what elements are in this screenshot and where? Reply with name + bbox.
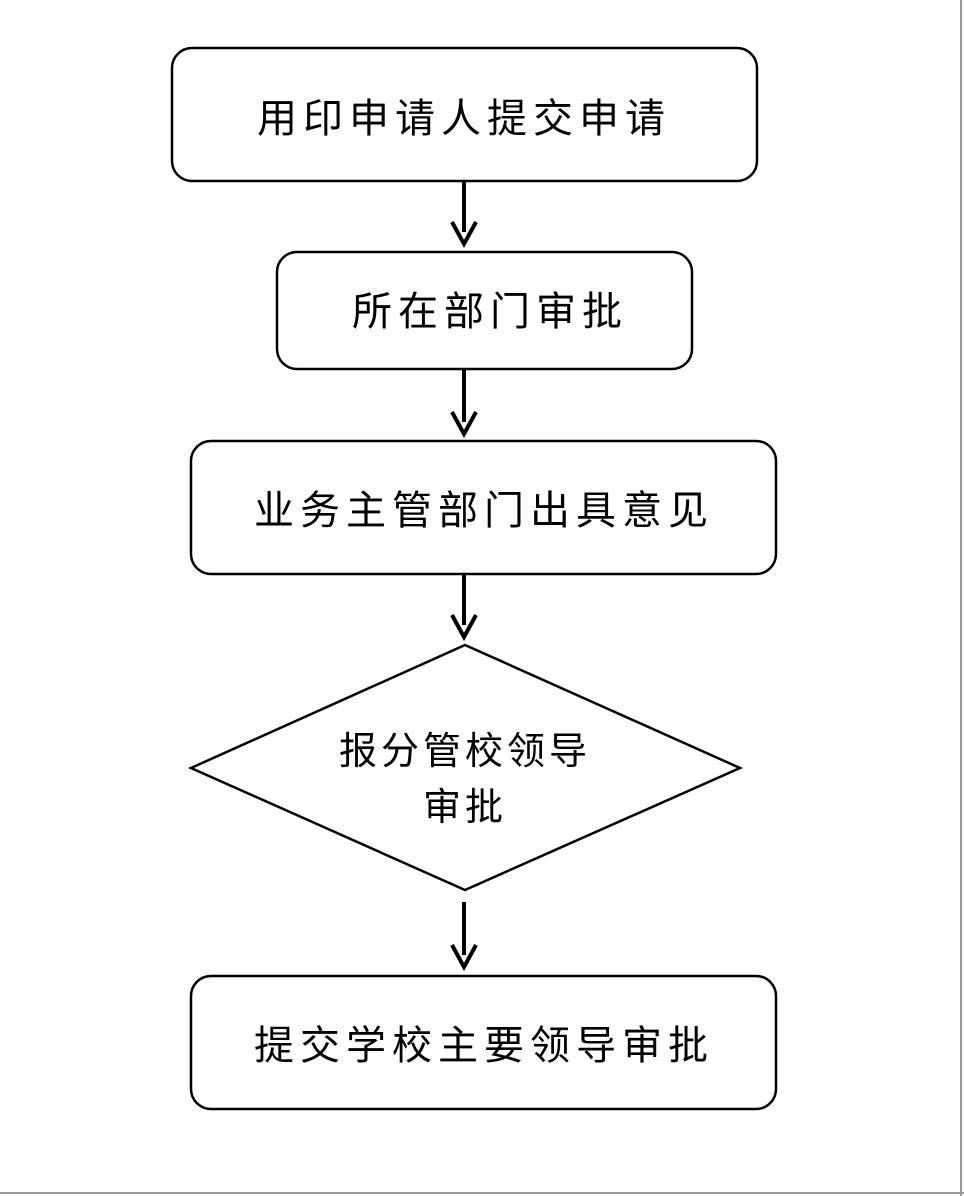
- decision-label-line1: 报分管校领导: [339, 729, 591, 773]
- arrow-3: [450, 574, 478, 642]
- arrow-1: [450, 181, 478, 249]
- step-label: 用印申请人提交申请: [257, 96, 671, 142]
- step-business-opinion: 业务主管部门出具意见: [189, 439, 778, 576]
- step-label: 所在部门审批: [352, 289, 628, 335]
- step-department-approval: 所在部门审批: [275, 250, 694, 371]
- step-box: [189, 974, 778, 1111]
- step-box: [275, 250, 694, 371]
- decision-label-line2: 审批: [423, 785, 507, 829]
- arrow-2: [450, 369, 478, 439]
- step-principal-approval: 提交学校主要领导审批: [189, 974, 778, 1111]
- decision-diamond: [187, 643, 744, 892]
- arrow-4: [450, 902, 478, 972]
- decision-leader-approval: 报分管校领导 审批: [187, 643, 744, 892]
- step-submit-application: 用印申请人提交申请: [170, 46, 759, 183]
- step-box: [189, 439, 778, 576]
- step-label: 提交学校主要领导审批: [254, 1023, 714, 1069]
- step-label: 业务主管部门出具意见: [254, 488, 714, 534]
